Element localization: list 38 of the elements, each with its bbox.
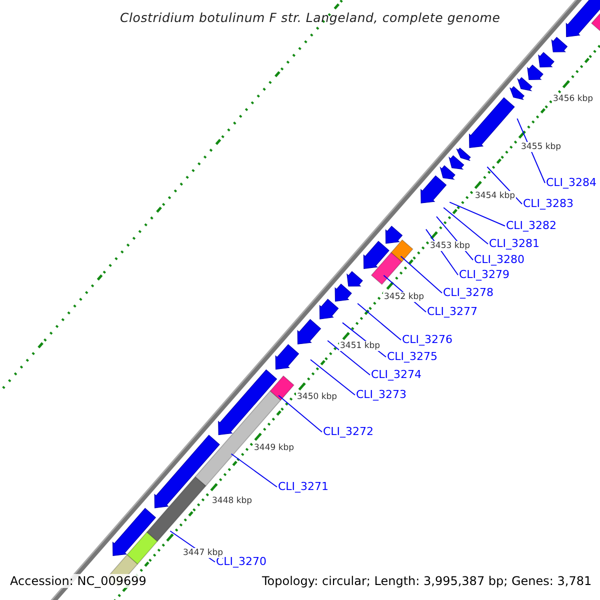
gene-label: CLI_3284 (546, 177, 597, 188)
scale-label: 3451 kbp (339, 340, 382, 351)
scale-label: 3447 kbp (182, 548, 224, 558)
genome-info-text: Topology: circular; Length: 3,995,387 bp; Genes: 3,781 (260, 574, 594, 588)
gene-label: CLI_3273 (356, 389, 407, 400)
leader-line (327, 340, 370, 376)
scale-label: 3454 kbp (474, 190, 516, 201)
gene-label: CLI_3271 (278, 481, 329, 492)
gene-label: CLI_3275 (387, 351, 438, 362)
scale-label: 3449 kbp (253, 442, 296, 453)
gene-label: CLI_3270 (216, 556, 267, 567)
gene-label: CLI_3280 (474, 254, 525, 265)
scale-label: 3453 kbp (429, 240, 472, 251)
leader-line (278, 395, 322, 432)
leader-line (516, 118, 546, 184)
scale-label: 3455 kbp (520, 142, 562, 152)
scale-label: 3450 kbp (296, 392, 338, 402)
leader-line (357, 303, 402, 340)
leader-line (230, 453, 278, 488)
gene-label: CLI_3278 (443, 287, 494, 298)
scale-label: 3452 kbp (383, 292, 426, 302)
gene-label: CLI_3274 (371, 369, 422, 380)
scale-label: 3456 kbp (552, 94, 594, 104)
gene-label: CLI_3283 (523, 198, 574, 209)
leader-line (486, 166, 522, 204)
leader-line (400, 256, 442, 294)
gene-label: CLI_3282 (506, 220, 557, 231)
leader-line (449, 202, 506, 226)
gene-label: CLI_3272 (323, 426, 374, 437)
gene-label: CLI_3281 (489, 238, 540, 249)
gene-label: CLI_3277 (427, 306, 478, 317)
accession-text: Accession: NC_009699 (8, 574, 148, 588)
leader-line (443, 207, 488, 244)
title: Clostridium botulinum F str. Langeland, complete genome (120, 12, 500, 24)
scale-label: 3448 kbp (211, 496, 254, 506)
gene-label: CLI_3279 (459, 269, 510, 280)
leader-line (310, 359, 356, 396)
gene-label: CLI_3276 (402, 334, 453, 345)
